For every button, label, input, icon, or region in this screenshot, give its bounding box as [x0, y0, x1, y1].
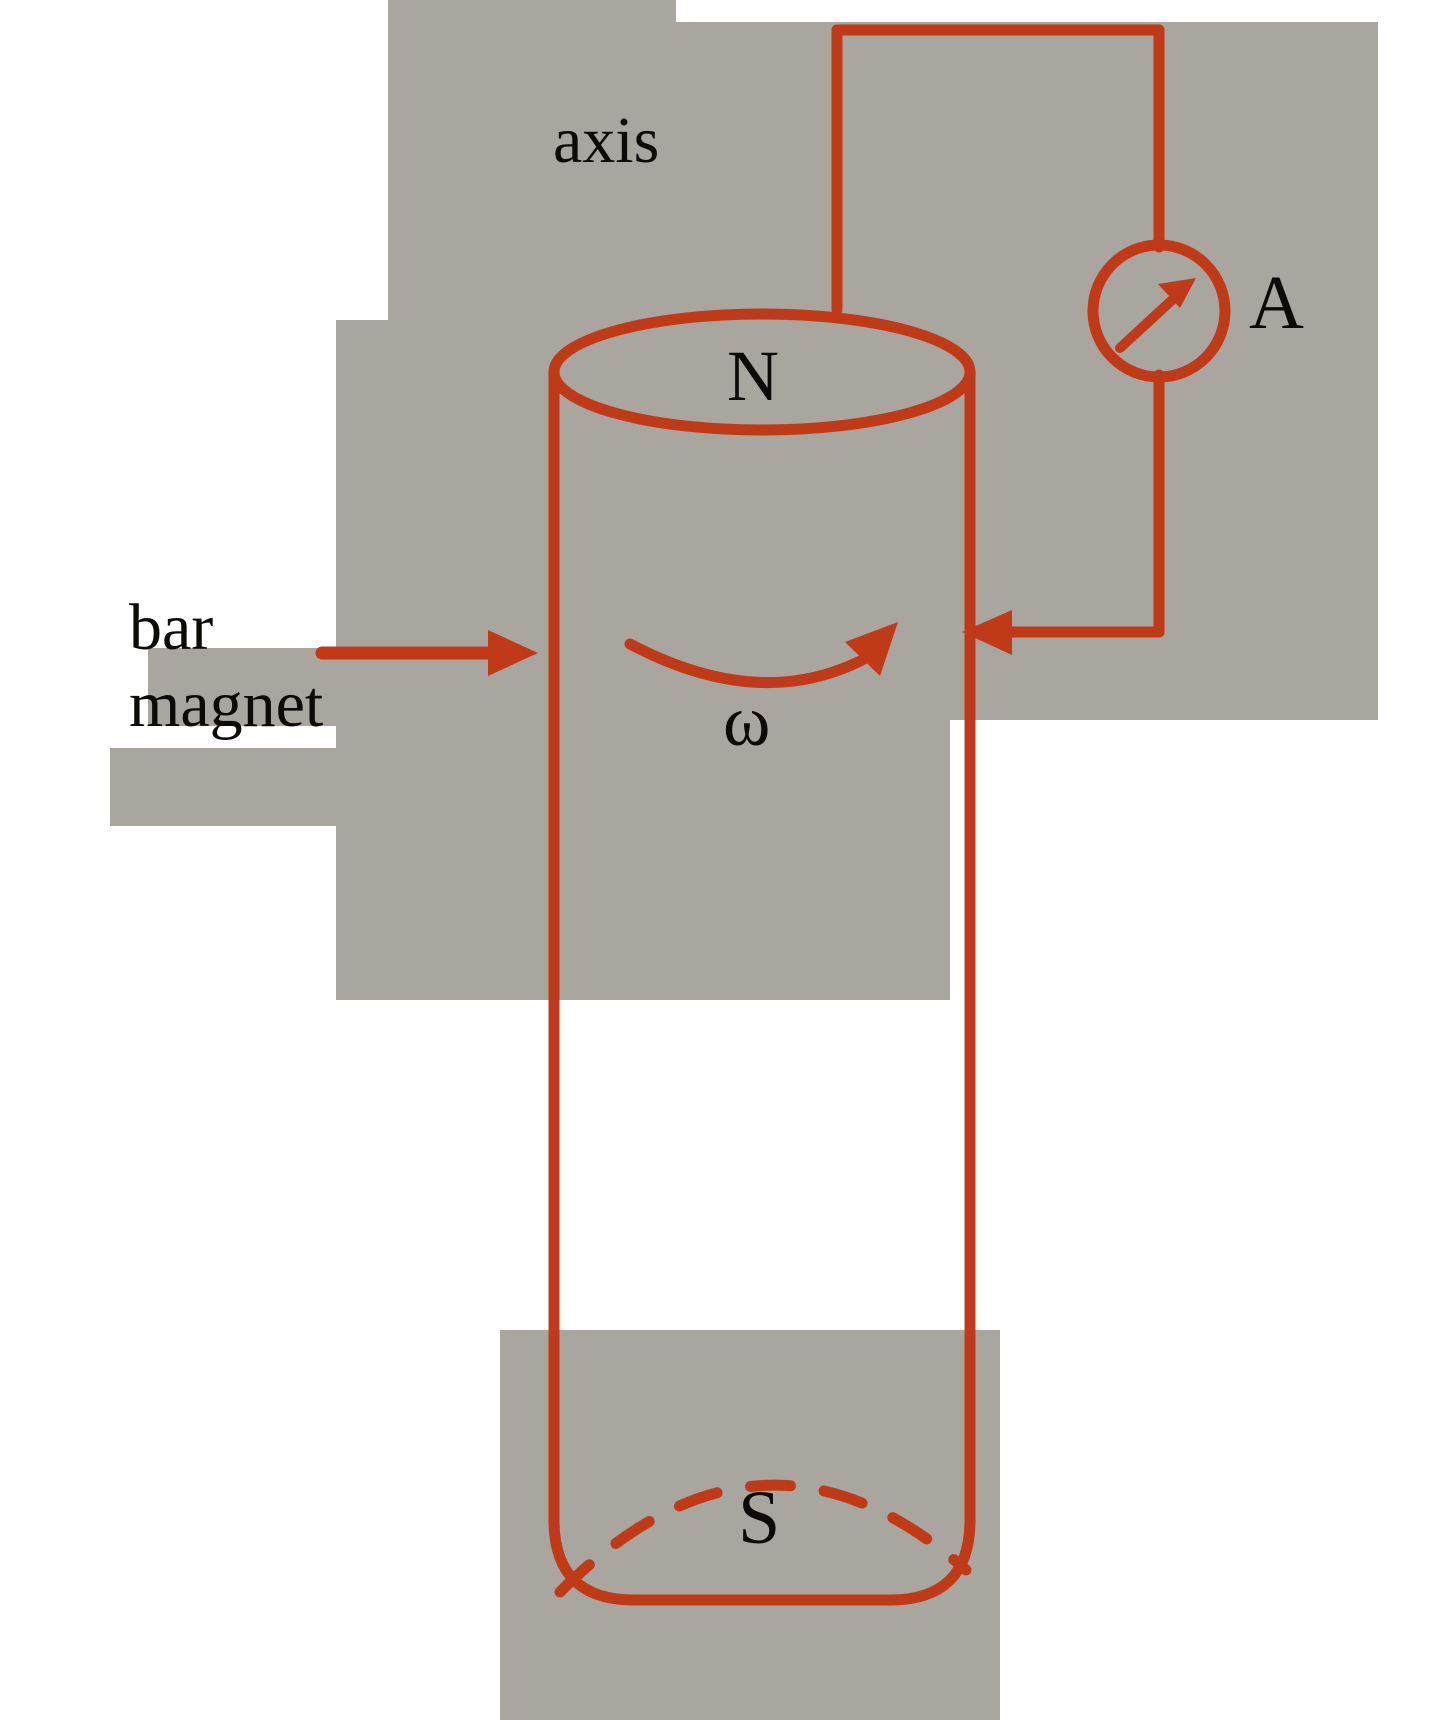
shade-left-step — [336, 320, 396, 480]
bar-magnet-label-line2: magnet — [129, 668, 324, 741]
pointer-arrow-head — [488, 630, 538, 676]
rotation-arrow-curve — [624, 638, 886, 689]
south-pole-label: S — [738, 1476, 781, 1560]
return-lead-arrow-head — [962, 610, 1012, 655]
ammeter-label: A — [1249, 261, 1304, 345]
rotation-arrow — [624, 622, 898, 689]
bar-magnet-label-line1: bar — [129, 591, 214, 664]
north-pole-label: N — [727, 336, 779, 416]
cylinder-right-wall — [884, 366, 976, 1606]
shade-lower-left-block — [336, 480, 950, 1000]
ammeter-needle-icon — [1115, 278, 1196, 353]
circuit-wires — [831, 24, 1165, 638]
shade-notch-white-top — [336, 0, 388, 320]
ammeter-body-circle — [1087, 239, 1231, 383]
cylinder-bottom-hidden-dashed-arc — [554, 1479, 972, 1598]
shade-bottom-block — [500, 1330, 1000, 1720]
rotation-arrow-head — [845, 622, 898, 676]
bar-magnet-pointer-arrow — [315, 630, 538, 676]
shade-band-bridge — [336, 648, 396, 826]
ammeter[interactable] — [1087, 239, 1231, 383]
shading-blocks — [110, 0, 1378, 1720]
bar-magnet-cylinder[interactable] — [548, 308, 976, 1606]
angular-velocity-label: ω — [723, 681, 771, 761]
axis-label: axis — [553, 104, 660, 177]
